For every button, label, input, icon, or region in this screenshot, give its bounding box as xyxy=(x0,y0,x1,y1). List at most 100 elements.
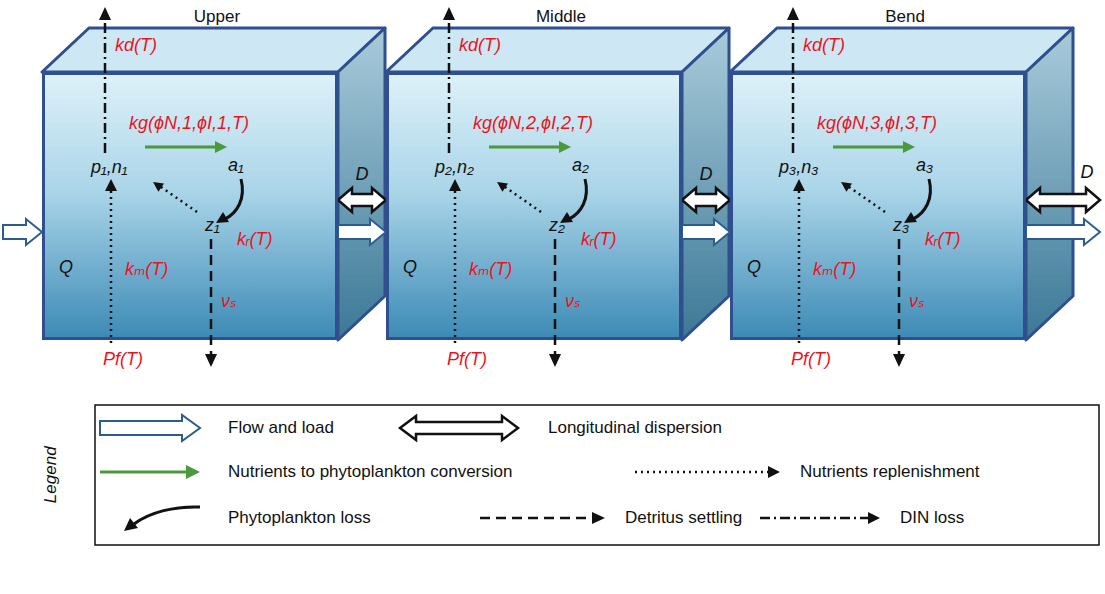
arrow-part xyxy=(505,187,541,212)
drawing-part xyxy=(682,28,729,340)
symbol-label: νₛ xyxy=(909,291,925,312)
drawing-part xyxy=(760,517,868,520)
symbol-label: p₁,n₁ xyxy=(91,157,127,178)
symbol-label: kᵣ(T) xyxy=(237,229,272,250)
symbol-label: a₂ xyxy=(572,155,589,176)
legend-text: Flow and load xyxy=(228,418,334,438)
arrow-part xyxy=(145,146,217,149)
drawing-part xyxy=(1026,28,1073,340)
cube-faces xyxy=(42,28,1073,340)
drawing-part xyxy=(3,219,42,245)
arrow-part xyxy=(110,189,113,343)
arrow-part xyxy=(205,354,217,367)
arrow-part xyxy=(841,182,852,192)
symbol-label: kᵣ(T) xyxy=(581,229,616,250)
symbol-label: kₘ(T) xyxy=(469,259,512,280)
cube-front-face: Upperkd(T)kg(ϕN,1,ϕI,1,T)p₁,n₁a₁z₁kᵣ(T)k… xyxy=(42,72,338,340)
drawing-part xyxy=(100,415,200,441)
symbol-label: p₃,n₃ xyxy=(779,157,818,178)
arrow-part xyxy=(682,219,730,245)
symbol-label: kd(T) xyxy=(115,35,157,56)
symbol-label: kₘ(T) xyxy=(813,259,856,280)
arrow-part xyxy=(104,19,107,153)
symbol-label: z₂ xyxy=(549,215,565,236)
symbol-label: νₛ xyxy=(565,291,581,312)
arrow-part xyxy=(682,188,730,212)
arrow-part xyxy=(569,179,586,219)
arrow-part xyxy=(449,179,461,191)
drawing-part xyxy=(100,471,188,474)
flow-arrow xyxy=(338,219,386,245)
drawing-part xyxy=(186,465,200,479)
box-heading: Middle xyxy=(536,7,586,27)
drawing-part xyxy=(386,28,729,72)
legend-text: DIN loss xyxy=(900,508,964,528)
arrow-part xyxy=(559,141,571,153)
symbol-label: Q xyxy=(59,257,73,278)
symbol-label: z₃ xyxy=(893,215,909,236)
arrow-part xyxy=(338,188,386,212)
symbol-label: z₁ xyxy=(205,215,220,236)
arrow-part xyxy=(787,7,799,20)
dispersion-arrow xyxy=(338,188,386,212)
arrow-part xyxy=(898,239,901,355)
drawing-part xyxy=(400,416,518,440)
flow-arrow xyxy=(682,219,730,245)
legend-frame xyxy=(95,405,1099,545)
legend-samples xyxy=(100,415,880,531)
drawing-part xyxy=(124,518,138,531)
drawing-part xyxy=(338,28,385,340)
arrow-part xyxy=(338,219,386,245)
symbol-label: kg(ϕN,1,ϕI,1,T) xyxy=(129,113,249,134)
arrow-part xyxy=(793,179,805,191)
drawing-part xyxy=(1026,188,1100,212)
symbol-label: D xyxy=(1081,162,1094,183)
arrow-part xyxy=(849,187,885,212)
drawing-part xyxy=(592,512,605,524)
arrow-part xyxy=(549,354,561,367)
symbol-label: kd(T) xyxy=(803,35,845,56)
box-heading: Bend xyxy=(885,7,925,27)
arrow-part xyxy=(443,7,455,20)
arrow-part xyxy=(161,187,197,212)
symbol-label: νₛ xyxy=(221,291,237,312)
arrow-part xyxy=(893,354,905,367)
symbol-label: a₁ xyxy=(228,155,244,176)
symbol-label: Pf(T) xyxy=(447,349,487,370)
legend-text: Nutrients to phytoplankton conversion xyxy=(228,462,512,482)
drawing-part xyxy=(868,512,880,524)
drawing-part xyxy=(42,28,385,72)
symbol-label: kg(ϕN,3,ϕI,3,T) xyxy=(817,113,937,134)
arrow-part xyxy=(497,182,508,192)
arrow-part xyxy=(215,141,227,153)
arrow-part xyxy=(210,239,213,355)
symbol-label: Q xyxy=(403,257,417,278)
edge-label: D xyxy=(356,164,369,185)
arrow-part xyxy=(448,19,451,153)
arrow-part xyxy=(225,179,242,219)
arrow-part xyxy=(798,189,801,343)
box-heading: Upper xyxy=(194,7,240,27)
legend-text: Detritus settling xyxy=(625,508,742,528)
symbol-label: kₘ(T) xyxy=(125,259,168,280)
arrow-part xyxy=(913,179,930,219)
arrow-part xyxy=(792,19,795,153)
arrow-part xyxy=(105,179,117,191)
drawing-part xyxy=(480,517,592,520)
drawing-part xyxy=(134,507,200,524)
symbol-label: Q xyxy=(747,257,761,278)
cube-front-face: Bendkd(T)kg(ϕN,3,ϕI,3,T)p₃,n₃a₃z₃kᵣ(T)kₘ… xyxy=(730,72,1026,340)
legend-text: Nutrients replenishment xyxy=(800,462,980,482)
arrow-part xyxy=(454,189,457,343)
cube-front-face: Middlekd(T)kg(ϕN,2,ϕI,2,T)p₂,n₂a₂z₂kᵣ(T)… xyxy=(386,72,682,340)
drawing-part xyxy=(635,471,768,474)
arrow-part xyxy=(489,146,561,149)
symbol-label: a₃ xyxy=(916,155,933,176)
symbol-label: kg(ϕN,2,ϕI,2,T) xyxy=(473,113,593,134)
drawing-part xyxy=(95,405,1099,545)
arrow-part xyxy=(903,141,915,153)
drawing-part xyxy=(768,466,780,478)
legend-text: Phytoplankton loss xyxy=(228,508,371,528)
arrow-part xyxy=(554,239,557,355)
legend-text: Longitudinal dispersion xyxy=(548,418,722,438)
